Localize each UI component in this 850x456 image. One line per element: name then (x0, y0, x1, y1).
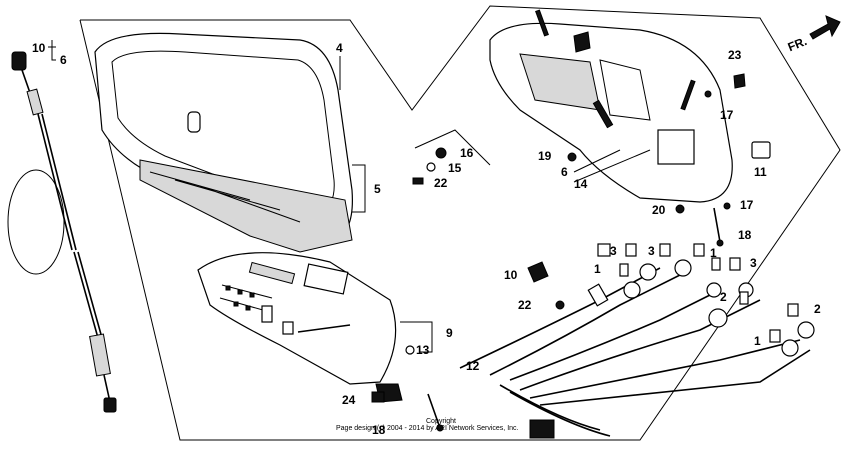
meter-case (489, 9, 771, 214)
callout-11: 13 (416, 343, 430, 357)
callout-21: 22 (434, 176, 448, 190)
callout-1-b: 1 (710, 246, 717, 260)
callout-1-a: 1 (594, 262, 601, 276)
callout-4: 4 (336, 41, 343, 55)
speedometer-cable (7, 51, 117, 413)
front-direction-arrow: FR. (786, 15, 841, 54)
wire-harness (459, 243, 815, 439)
screw-18-top (713, 207, 724, 247)
callout-16: 16 (460, 146, 474, 160)
callout-18-top: 18 (738, 228, 752, 242)
callout-15: 15 (448, 161, 462, 175)
meter-cover (94, 32, 353, 253)
callout-5: 5 (374, 182, 381, 196)
callout-22: 22 (518, 298, 532, 312)
callout-2-b: 2 (814, 302, 821, 316)
screw-18-bottom (427, 393, 444, 432)
leader-6 (573, 149, 621, 173)
bulb-set (412, 129, 491, 185)
leader-7 (400, 321, 433, 353)
callout-2-a: 2 (720, 290, 727, 304)
copyright-line1: Copyright (426, 418, 456, 425)
callout-7: 9 (446, 326, 453, 340)
callout-23: 23 (728, 48, 742, 62)
callout-14: 10 (32, 41, 46, 55)
direction-label: FR. (786, 34, 809, 54)
copyright-line2: Page design (c) 2004 - 2014 by ARI Netwo… (336, 425, 519, 432)
callout-3-b: 3 (648, 244, 655, 258)
callout-18-bottom: 18 (372, 423, 386, 437)
leader-5 (352, 164, 366, 213)
callout-19: 19 (538, 149, 552, 163)
callout-1-c: 1 (754, 334, 761, 348)
callout-6: 6 (561, 165, 568, 179)
callout-3-a: 3 (610, 244, 617, 258)
callout-24: 24 (342, 393, 356, 407)
callout-10: 12 (466, 359, 480, 373)
callout-8: 10 (504, 268, 518, 282)
callout-13: 6 (60, 53, 67, 67)
callout-9: 11 (754, 165, 767, 179)
callout-17-top: 17 (720, 108, 734, 122)
callouts: 10 6 4 5 16 15 22 23 17 19 6 14 11 20 17… (32, 40, 821, 437)
callout-20: 20 (652, 203, 666, 217)
callout-3-c: 3 (750, 256, 757, 270)
leader-12 (573, 149, 651, 183)
bracket-24 (371, 391, 385, 403)
group-outline (79, 5, 841, 441)
meter-panel (197, 252, 415, 403)
callout-17-bottom: 17 (740, 198, 754, 212)
callout-12: 14 (574, 177, 588, 191)
gauge-marks (225, 285, 255, 311)
